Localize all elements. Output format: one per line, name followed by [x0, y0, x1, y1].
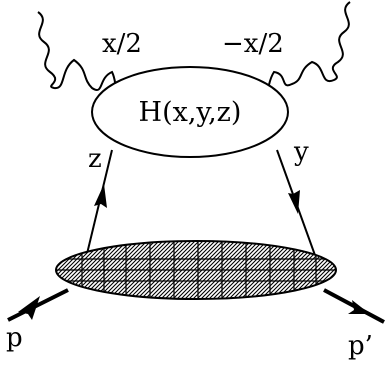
- incoming-proton-arrow-icon: [18, 296, 40, 320]
- left-quark-label: z: [88, 144, 102, 174]
- photon-right-label: −x/2: [222, 29, 284, 59]
- hard-blob-label: H(x,y,z): [139, 97, 242, 128]
- right-quark-label: y: [293, 137, 309, 167]
- left-quark-arrow-icon: [94, 184, 107, 208]
- hard-scattering-blob: [91, 66, 289, 158]
- outgoing-proton-label: p’: [348, 331, 373, 361]
- photon-right-line: [257, 1, 351, 97]
- incoming-proton-label: p: [6, 323, 23, 353]
- photon-left-line: [37, 11, 127, 97]
- outgoing-proton-arrow-icon: [348, 300, 370, 314]
- incoming-proton-line: [7, 288, 69, 322]
- photon-left-label: x/2: [102, 29, 142, 59]
- right-quark-arrow-icon: [288, 190, 300, 214]
- soft-hadronic-blob: [55, 240, 337, 300]
